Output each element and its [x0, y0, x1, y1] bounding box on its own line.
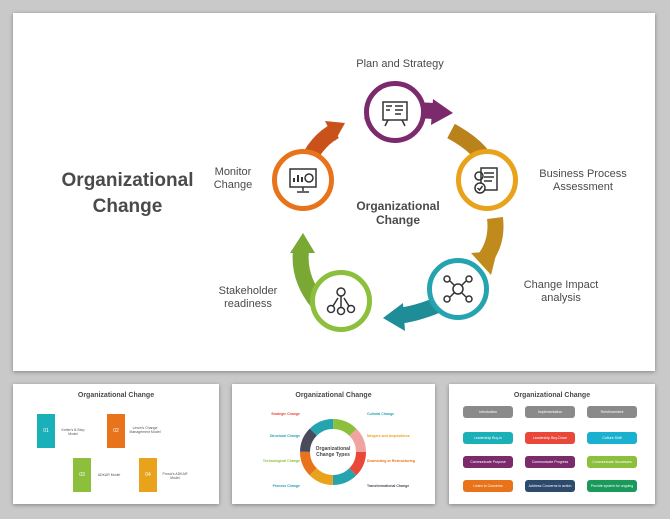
stage-label-line: analysis [541, 292, 581, 304]
stage-label-line: Change [213, 179, 253, 191]
step-pill: Listen to Concerns [463, 480, 513, 492]
checklist-gear-icon [474, 167, 498, 194]
donut-center-line: Organizational [315, 446, 351, 452]
change-type-right: Downsizing or Restructuring [367, 459, 415, 463]
change-type-right: Mergers and Acquisitions [367, 434, 410, 438]
model-card-3: 03 ADKAR Model [73, 458, 125, 492]
model-text: Kotter's 8-Step Model [61, 428, 85, 436]
stage-label-stakeholder: Stakeholder readiness [198, 285, 298, 311]
thumbnail-title: Organizational Change [513, 392, 591, 399]
model-number: 04 [139, 458, 157, 492]
thumbnail-slide-1[interactable]: Organizational Change 01 Kotter's 8-Step… [13, 384, 219, 504]
stage-circle-business[interactable] [456, 149, 518, 211]
change-type-left: Structural Change [269, 434, 300, 438]
stage-circle-stakeholder[interactable] [310, 270, 372, 332]
stage-label-impact: Change Impact analysis [506, 279, 616, 305]
thumbnail-title: Organizational Change [77, 392, 155, 399]
change-type-left: Strategic Change [271, 412, 300, 416]
stage-label-line: Monitor [214, 166, 252, 178]
step-pill: Communicate Successes [587, 456, 637, 468]
step-pill: Provide system for ongoing input [587, 480, 637, 500]
donut-ring [300, 419, 366, 485]
phase-pill: Introduction [463, 406, 513, 418]
planning-board-icon [382, 101, 408, 127]
model-number: 03 [73, 458, 91, 492]
team-network-icon [326, 287, 356, 316]
model-card-4: 04 Prosci's ADKAR Model [139, 458, 191, 492]
thumbnail-title: Organizational Change [295, 392, 372, 399]
monitor-chart-icon [289, 168, 317, 193]
step-pill: Leadership Buy-in [463, 432, 513, 444]
stage-label-line: Assessment [553, 181, 613, 193]
stage-label-business: Business Process Assessment [528, 168, 638, 194]
model-number: 01 [37, 414, 55, 448]
stage-label-line: Change Impact [523, 279, 599, 291]
main-slide[interactable]: Organizational Change [13, 13, 655, 371]
model-card-2: 02 Lewin's Change Management Model [107, 414, 165, 448]
thumbnail-slide-3[interactable]: Organizational Change Introduction Imple… [449, 384, 655, 504]
title-line-1: Organizational [61, 170, 194, 191]
model-text: Prosci's ADKAR Model [162, 472, 188, 480]
step-pill: Communicate Purpose [463, 456, 513, 468]
thumbnail-slide-2[interactable]: Organizational Change Organizational Cha… [232, 384, 435, 504]
stage-label-line: readiness [224, 298, 272, 310]
stage-label-plan: Plan and Strategy [345, 58, 455, 71]
slide-title: Organizational Change [35, 168, 220, 220]
model-number: 02 [107, 414, 125, 448]
step-pill: Address Concerns in action plan [525, 480, 575, 500]
change-type-right: Transformational Change [367, 484, 410, 488]
title-line-2: Change [92, 196, 163, 217]
cycle-center-title: Organizational Change [348, 199, 448, 227]
center-line-1: Organizational [356, 199, 440, 213]
model-card-1: 01 Kotter's 8-Step Model [37, 414, 89, 448]
phase-pill: Implementation [525, 406, 575, 418]
network-gear-icon [443, 275, 473, 303]
change-type-left: Process Change [272, 484, 300, 488]
step-pill: Leadership Buy-Down [525, 432, 575, 444]
stage-circle-impact[interactable] [427, 258, 489, 320]
stage-label-line: Stakeholder [218, 285, 278, 297]
donut-center-line: Change Types [316, 452, 350, 458]
step-pill: Communicate Progress [525, 456, 575, 468]
stage-label-line: Business Process [539, 168, 627, 180]
center-line-2: Change [375, 213, 420, 227]
change-type-left: Technological Change [262, 459, 300, 463]
model-text: Lewin's Change Management Model [129, 426, 161, 434]
change-type-right: Cultural Change [367, 412, 395, 416]
phase-pill: Reinforcement [587, 406, 637, 418]
model-text: ADKAR Model [97, 473, 121, 477]
stage-label-monitor: Monitor Change [193, 166, 273, 192]
stage-circle-monitor[interactable] [272, 149, 334, 211]
step-pill: Culture Shift [587, 432, 637, 444]
stage-circle-plan[interactable] [364, 81, 426, 143]
donut-center-label: Organizational Change Types [308, 446, 358, 458]
stage-label-line: Plan and Strategy [356, 58, 444, 70]
